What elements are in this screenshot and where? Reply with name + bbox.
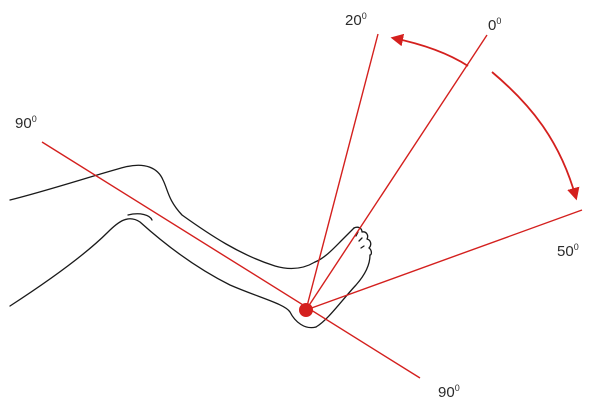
label-90-degrees-upper: 900 [15, 114, 37, 132]
reference-lines [41, 33, 583, 379]
thigh-upper-contour [9, 164, 316, 270]
ankle-pivot-dot [299, 303, 313, 317]
line-20-degrees [305, 33, 379, 311]
line-0-degrees [305, 34, 488, 311]
arc-to-50-arrow [491, 71, 580, 201]
motion-arcs [390, 33, 580, 201]
foot-sole [315, 254, 371, 328]
arc-to-20-arrow [390, 33, 469, 67]
toe-creases [355, 231, 365, 249]
foot-instep [314, 227, 355, 263]
foot-toes [353, 226, 373, 256]
knee-crease [127, 213, 153, 221]
leg-lower-contour [9, 218, 317, 329]
leg-outline [9, 164, 373, 329]
label-50-degrees: 500 [557, 242, 579, 260]
label-20-degrees: 200 [345, 11, 367, 29]
leg-axis-line [41, 141, 421, 379]
label-0-degrees: 00 [488, 16, 501, 34]
label-90-degrees-lower: 900 [438, 383, 460, 401]
line-50-degrees [305, 209, 583, 311]
